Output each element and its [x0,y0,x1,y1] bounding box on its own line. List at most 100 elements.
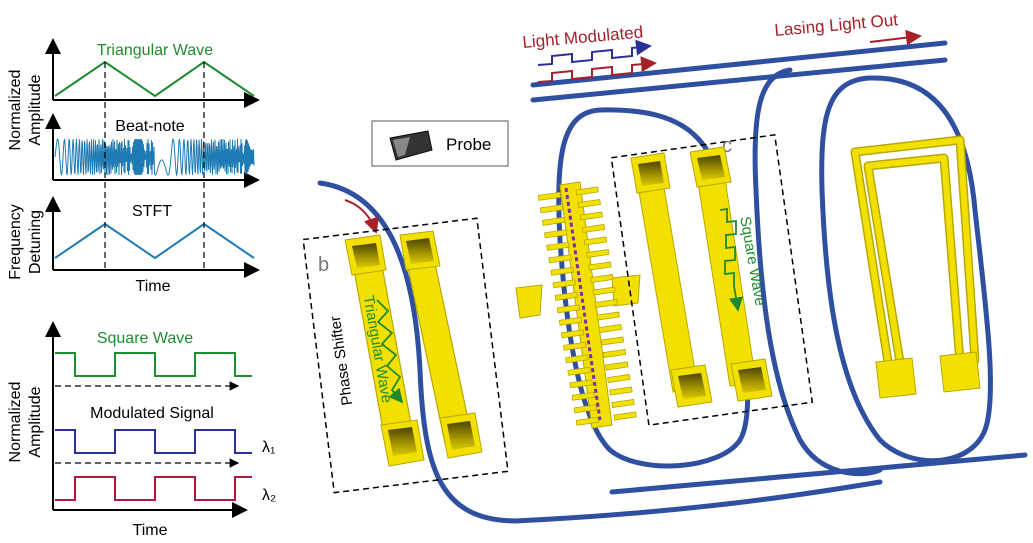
heater-pad-3 [380,419,425,467]
ylabel-amplitude-bottom: Amplitude [27,386,44,457]
lasing-light-out-label: Lasing Light Out [774,10,899,40]
xlabel-time-bottom: Time [133,522,168,539]
mod-pad-4 [730,358,773,402]
mod-pad-3 [670,364,713,408]
grating-tooth [581,224,606,233]
beat-note-waveform [54,137,255,177]
light-modulated-blue-arrow [537,39,652,66]
grating-tooth [571,391,595,401]
grating-tooth [611,399,635,408]
top-bus-waveguide-1 [530,40,948,88]
grating-tooth [596,311,620,321]
phase-shifter-label: Phase Shifter [327,315,356,407]
serpentine-pad-left [875,357,917,399]
grating-tooth [539,204,564,214]
triangular-wave-arrow [376,299,404,404]
ylabel-frequency: Frequency [7,204,24,280]
grating-tooth [600,336,625,346]
grating-tooth [575,186,599,196]
beat-note-trace [54,137,255,177]
serpentine-pad-right [939,351,981,393]
grating-tooth [548,254,572,264]
ring-resonator-right [819,75,993,464]
grating-tooth [565,354,589,364]
square-wave-trace [55,352,252,377]
grating-tooth [560,329,585,339]
baseline-dashes [55,381,240,468]
axis-square [45,321,248,518]
grating-tooth [592,286,616,296]
lambda1-label: λ₁ [262,439,275,456]
axis-stft [45,196,260,278]
ring-waveguide-mid [752,67,883,477]
square-wave-title: Square Wave [97,330,193,347]
beat-note-title: Beat-note [115,118,184,135]
axis-triangular [45,38,260,108]
device-illustration: Light Modulated Lasing Light Out Probe b… [302,10,1028,524]
grating-tooth [586,249,610,258]
grating-tooth [563,341,587,351]
heater-pad-4 [439,412,483,459]
lambda1-trace [55,429,252,454]
bragg-grating [515,181,641,429]
mod-pad-1 [630,152,671,194]
lasing-out-arrow [869,29,922,46]
ylabel-normalized-top: Normalized [7,70,24,151]
phase-shifter-heaters: Triangular Wave [344,230,483,467]
grating-tooth [558,316,583,326]
lambda2-trace [55,476,252,501]
grating-tooth [575,416,600,426]
waveguides [317,40,1028,524]
grating-tooth [541,216,566,226]
ylabel-amplitude-top: Amplitude [27,74,44,145]
grating-tooth [537,191,562,201]
grating-teeth [537,186,637,426]
stft-trace [54,222,255,260]
triangular-wave-title: Triangular Wave [97,42,213,59]
light-modulated-red-arrow [537,56,657,83]
ylabel-detuning: Detuning [27,210,44,274]
light-modulated-label: Light Modulated [522,23,644,52]
lambda2-label: λ₂ [262,487,276,504]
left-top-panel: Triangular Wave Beat-note STFT Normalize… [7,38,260,295]
grating-tooth [613,411,637,421]
time-markers [104,62,205,272]
modulated-signal-title: Modulated Signal [90,405,214,422]
xlabel-time-top: Time [136,278,171,295]
grating-tooth [609,386,633,396]
grating-tooth [607,374,631,383]
label-c: c [722,135,732,157]
grating-tooth [583,236,608,246]
bottom-bus-waveguide [609,452,1028,495]
grating-tooth [552,279,576,289]
grating-tooth [554,291,579,301]
probe-box: Probe [371,120,509,167]
phase-shifter-box [302,217,509,494]
grating-tooth [605,361,629,371]
triangular-wave-trace [54,60,255,98]
input-waveguide [317,180,883,524]
grating-tooth [590,274,614,283]
grating-tooth [550,266,574,276]
grating-tooth [544,229,568,239]
mod-pad-2 [689,146,732,188]
grating-tooth [546,241,570,251]
grating-tooth [573,404,598,414]
grating-tooth [567,366,591,376]
square-wave-box [610,133,814,426]
left-bottom-panel: Square Wave Modulated Signal λ₁ λ₂ Norma… [7,321,276,539]
grating-tooth [594,299,618,308]
stft-title: STFT [132,203,172,220]
grating-tooth [556,304,581,314]
heater-pad-1 [344,234,387,276]
square-wave-arrow [719,207,744,312]
heater-pad-2 [399,230,441,271]
axis-beatnote [45,113,260,188]
grating-tooth [577,199,601,208]
probe-label: Probe [446,135,491,154]
grating-tooth [569,379,593,389]
grating-tooth [598,324,622,333]
ylabel-normalized-bottom: Normalized [7,382,24,463]
modulator-heaters: Square Wave [630,146,773,408]
